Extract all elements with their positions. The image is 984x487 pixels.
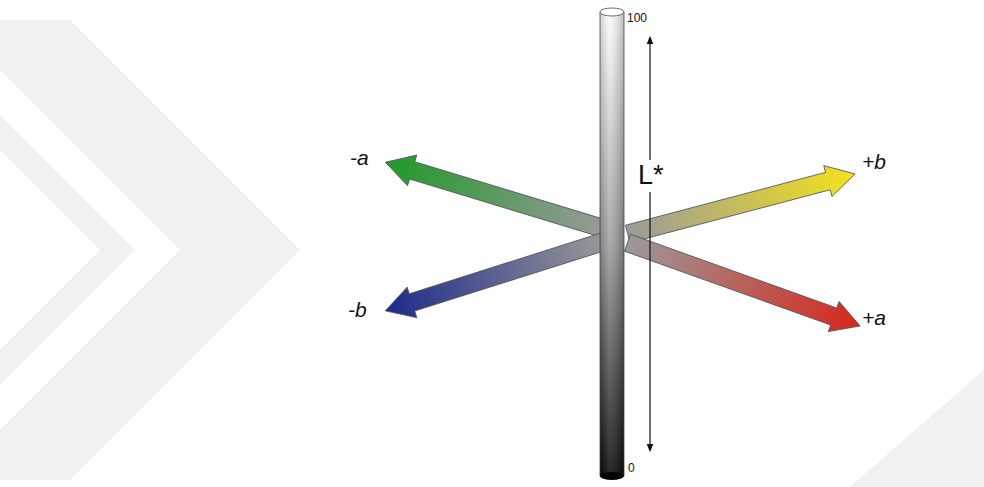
lightness-scale-arrow [649,40,650,448]
axis-label: 0 [628,462,635,475]
axis-label: +b [862,150,886,173]
axis-label: L* [636,160,666,192]
axis-label: -a [350,146,369,169]
axis-label: +a [862,306,886,329]
axis-label: 100 [627,12,647,25]
lightness-cylinder [600,8,624,480]
axis-label: -b [348,298,367,321]
watermark [0,20,984,487]
